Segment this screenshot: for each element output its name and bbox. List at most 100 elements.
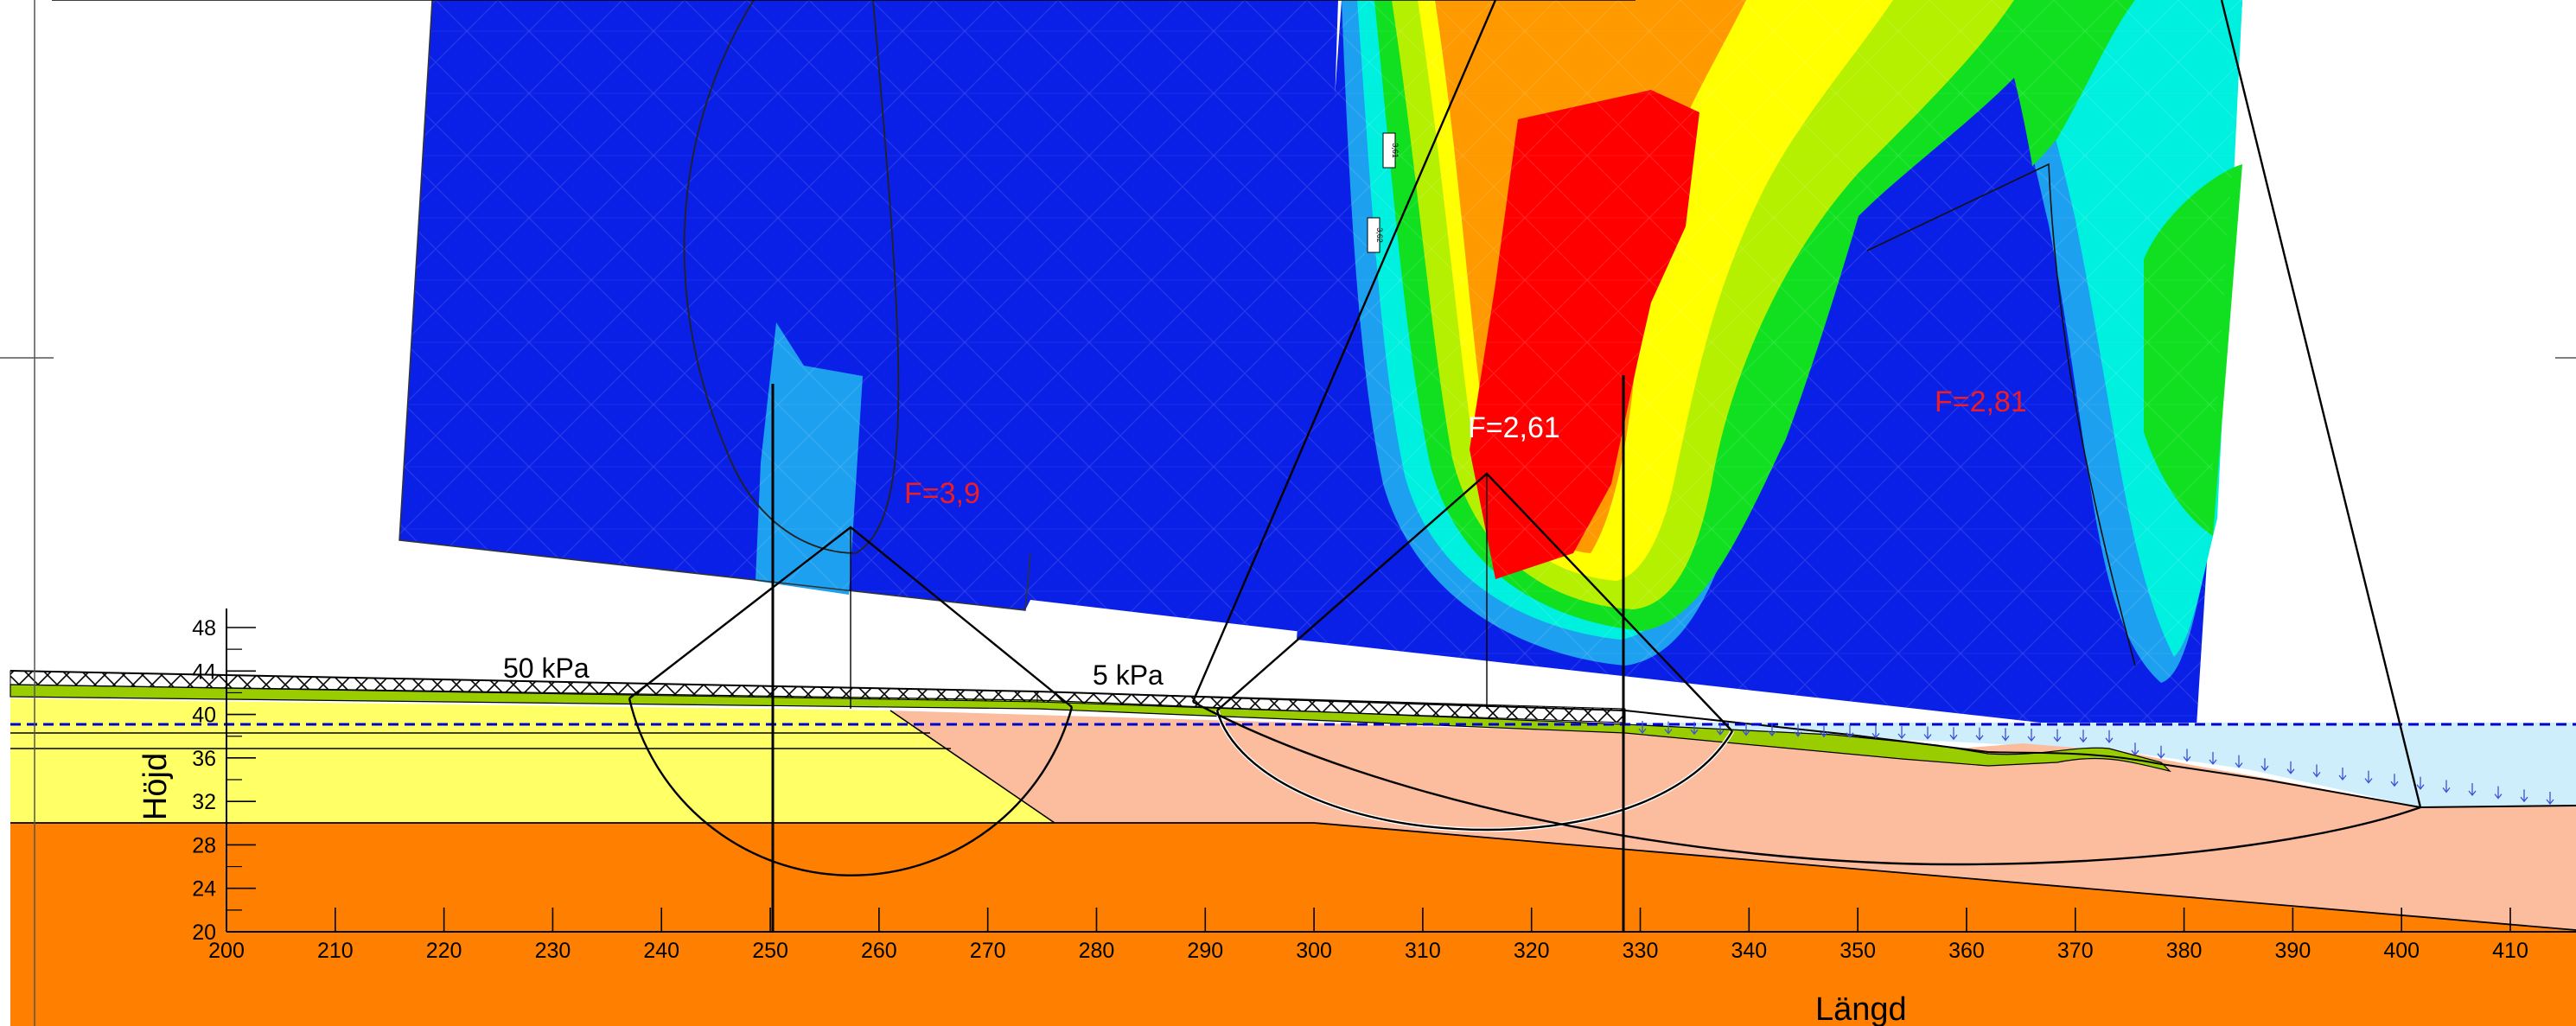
x-tick-label: 280 — [1079, 939, 1115, 963]
y-tick-label: 44 — [192, 660, 216, 684]
water-arrow — [2131, 742, 2139, 756]
water-arrow — [1846, 724, 1854, 738]
annotations: F=3,9 F=2,61 F=2,81 50 kPa 5 kPa — [503, 386, 2027, 691]
x-tick-label: 360 — [1948, 939, 1985, 963]
contour-tag-2 — [1367, 217, 1380, 253]
water-arrow — [2468, 783, 2477, 797]
x-tick-label: 330 — [1623, 939, 1659, 963]
y-tick-label: 40 — [192, 704, 216, 728]
water-arrow — [2001, 728, 2010, 742]
ground-surface — [10, 670, 2576, 809]
slip-fan-large-right — [2220, 0, 2422, 808]
contour-tag-1 — [1382, 132, 1396, 169]
layer-line-3 — [889, 710, 1055, 824]
x-tick-label: 370 — [2057, 939, 2094, 963]
water-body — [1634, 723, 2576, 807]
water-arrow — [1949, 727, 1958, 741]
slip-circle-left — [628, 698, 1074, 876]
x-tick-label: 400 — [2383, 939, 2420, 963]
fos-label-right: F=2,81 — [1935, 386, 2027, 418]
x-tick-label: 270 — [970, 939, 1006, 963]
load-zone-hatch-right — [1036, 691, 1626, 723]
water-arrow — [2416, 776, 2425, 790]
water-arrow — [2546, 792, 2554, 806]
y-tick-label: 28 — [192, 833, 216, 857]
water-arrow — [2183, 749, 2191, 762]
water-arrow — [1820, 724, 1828, 738]
left-grid — [399, 0, 1338, 634]
water-arrow — [1768, 723, 1776, 737]
y-tick-label: 24 — [192, 877, 216, 902]
water-arrow — [2157, 745, 2165, 759]
water-arrow — [1897, 726, 1906, 740]
right-grid-overlay — [1297, 0, 2242, 740]
load-label-right: 5 kPa — [1093, 660, 1164, 691]
water-arrow — [2079, 730, 2088, 743]
water-arrow — [2390, 774, 2399, 787]
right-grid: 3,61 3,62 — [1297, 0, 2242, 740]
x-tick-label: 300 — [1296, 939, 1332, 963]
water-arrow — [1923, 726, 1932, 740]
x-tick-label: 380 — [2166, 939, 2203, 963]
y-axis-title: Höjd — [137, 753, 174, 820]
x-tick-label: 320 — [1514, 939, 1550, 963]
water-arrow — [1742, 723, 1750, 736]
y-tick-label: 32 — [192, 790, 216, 814]
x-tick-label: 290 — [1187, 939, 1223, 963]
x-tick-label: 210 — [317, 939, 354, 963]
contour-label-1: 3,61 — [1391, 143, 1400, 158]
load-label-left: 50 kPa — [503, 653, 590, 684]
fos-label-left: F=3,9 — [904, 477, 980, 510]
water-arrow — [2235, 755, 2243, 768]
water-arrow — [2209, 752, 2217, 766]
water-arrow — [2312, 764, 2321, 778]
x-tick-label: 220 — [426, 939, 462, 963]
x-tick-label: 240 — [643, 939, 679, 963]
water-arrow — [2520, 789, 2528, 803]
x-tick-label: 340 — [1731, 939, 1767, 963]
slip-fan-large-left — [1191, 0, 1497, 703]
x-tick-label: 350 — [1840, 939, 1876, 963]
water-arrow — [2338, 768, 2347, 781]
x-axis-title: Längd — [1815, 991, 1907, 1026]
water-arrow — [2364, 770, 2373, 784]
left-grid-lens-outline — [683, 0, 900, 554]
water-arrow — [1638, 721, 1647, 735]
slip-surfaces — [628, 0, 2422, 932]
soil-profile — [10, 670, 2576, 1026]
slip-circle-middle-outline — [1215, 710, 1734, 832]
left-grid-overlay — [399, 0, 1338, 634]
water-arrow — [2286, 761, 2295, 774]
water-arrow — [2105, 730, 2114, 743]
x-tick-label: 250 — [752, 939, 788, 963]
water-arrows — [1638, 721, 2554, 806]
right-grid-inner-contour — [1866, 163, 2136, 666]
water-arrow — [2442, 780, 2451, 793]
x-tick-label: 260 — [861, 939, 897, 963]
x-tick-label: 230 — [535, 939, 571, 963]
layer-line-5 — [1313, 822, 2576, 931]
water-arrow — [1664, 721, 1673, 735]
water-arrow — [1975, 727, 1984, 741]
y-tick-label: 48 — [192, 616, 216, 640]
x-tick-label: 390 — [2275, 939, 2311, 963]
contour-label-2: 3,62 — [1375, 227, 1384, 243]
water-arrow — [1690, 722, 1699, 736]
x-tick-label: 200 — [208, 939, 245, 963]
water-arrow — [1794, 723, 1802, 737]
water-arrow — [2027, 729, 2036, 742]
fill-layer — [10, 698, 1055, 823]
water-arrow — [2053, 729, 2062, 742]
water-arrow — [1716, 722, 1725, 736]
slip-circle-large — [1192, 700, 2421, 866]
clay-layer — [10, 823, 2576, 1026]
water-arrow — [1871, 725, 1880, 739]
y-tick-label: 20 — [192, 921, 216, 945]
water-arrow — [2494, 786, 2503, 800]
fos-label-middle: F=2,61 — [1468, 411, 1560, 444]
